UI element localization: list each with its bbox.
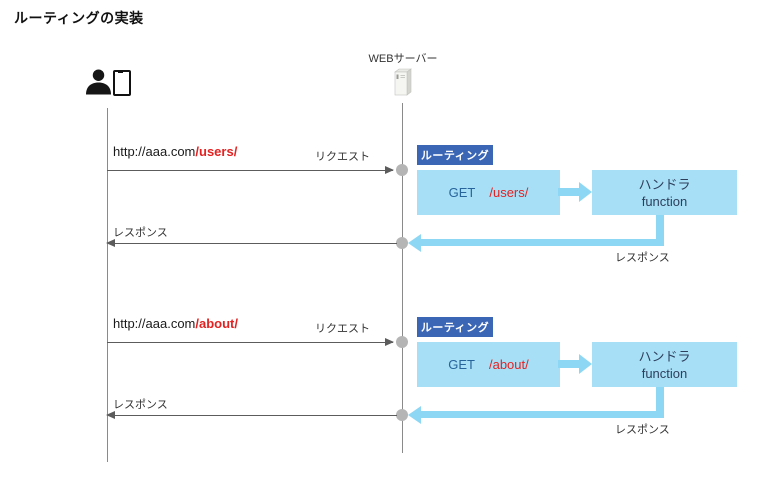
response-endpoint-dot xyxy=(396,409,408,421)
response-label-server: レスポンス xyxy=(615,424,670,436)
response-label-client: レスポンス xyxy=(113,227,168,239)
handler-box: ハンドラ function xyxy=(592,342,737,387)
http-method: GET xyxy=(448,357,475,372)
handler-response-arrowhead-icon xyxy=(408,406,421,424)
handler-box: ハンドラ function xyxy=(592,170,737,215)
request-arrow-line xyxy=(107,170,393,171)
request-flow-about: http://aaa.com/about/ リクエスト ルーティング GET /… xyxy=(0,315,777,445)
server-icon xyxy=(394,68,412,96)
response-label-server: レスポンス xyxy=(615,252,670,264)
route-path: /users/ xyxy=(489,185,529,200)
to-handler-arrowhead-icon xyxy=(579,354,592,374)
handler-subtitle: function xyxy=(641,193,688,209)
handler-title: ハンドラ xyxy=(638,348,691,364)
response-arrow-line xyxy=(112,415,397,416)
route-match-box: GET /about/ xyxy=(417,342,560,387)
handler-response-arrow-vertical xyxy=(656,387,664,418)
route-match-box: GET /users/ xyxy=(417,170,560,215)
client-lifeline xyxy=(107,108,108,462)
response-arrow-line xyxy=(112,243,397,244)
request-arrowhead-icon xyxy=(385,166,394,174)
response-arrowhead-icon xyxy=(106,411,115,419)
request-url-path: /about/ xyxy=(195,316,238,331)
response-endpoint-dot xyxy=(396,237,408,249)
smartphone-icon xyxy=(113,70,131,96)
routing-badge: ルーティング xyxy=(417,317,493,337)
route-path: /about/ xyxy=(488,357,529,372)
request-endpoint-dot xyxy=(396,164,408,176)
server-label: WEBサーバー xyxy=(368,53,438,65)
request-label: リクエスト xyxy=(315,151,370,163)
request-url-base: http://aaa.com xyxy=(113,144,196,159)
response-label-client: レスポンス xyxy=(113,399,168,411)
request-label: リクエスト xyxy=(315,323,370,335)
handler-response-arrowhead-icon xyxy=(408,234,421,252)
request-arrow-line xyxy=(107,342,393,343)
handler-response-arrow-horizontal xyxy=(420,239,664,246)
to-handler-arrow xyxy=(558,360,580,368)
to-handler-arrowhead-icon xyxy=(579,182,592,202)
request-url: http://aaa.com/users/ xyxy=(113,144,237,159)
user-icon xyxy=(86,69,111,95)
page-title: ルーティングの実装 xyxy=(14,10,144,26)
server-lifeline xyxy=(402,103,403,453)
request-url-base: http://aaa.com xyxy=(113,316,196,331)
request-arrowhead-icon xyxy=(385,338,394,346)
handler-response-arrow-vertical xyxy=(656,215,664,246)
routing-badge: ルーティング xyxy=(417,145,493,165)
request-endpoint-dot xyxy=(396,336,408,348)
handler-subtitle: function xyxy=(641,365,688,381)
request-url: http://aaa.com/about/ xyxy=(113,316,238,331)
handler-response-arrow-horizontal xyxy=(420,411,664,418)
to-handler-arrow xyxy=(558,188,580,196)
request-url-path: /users/ xyxy=(195,144,238,159)
http-method: GET xyxy=(448,185,476,200)
handler-title: ハンドラ xyxy=(638,176,691,192)
response-arrowhead-icon xyxy=(106,239,115,247)
request-flow-users: http://aaa.com/users/ リクエスト ルーティング GET /… xyxy=(0,143,777,273)
